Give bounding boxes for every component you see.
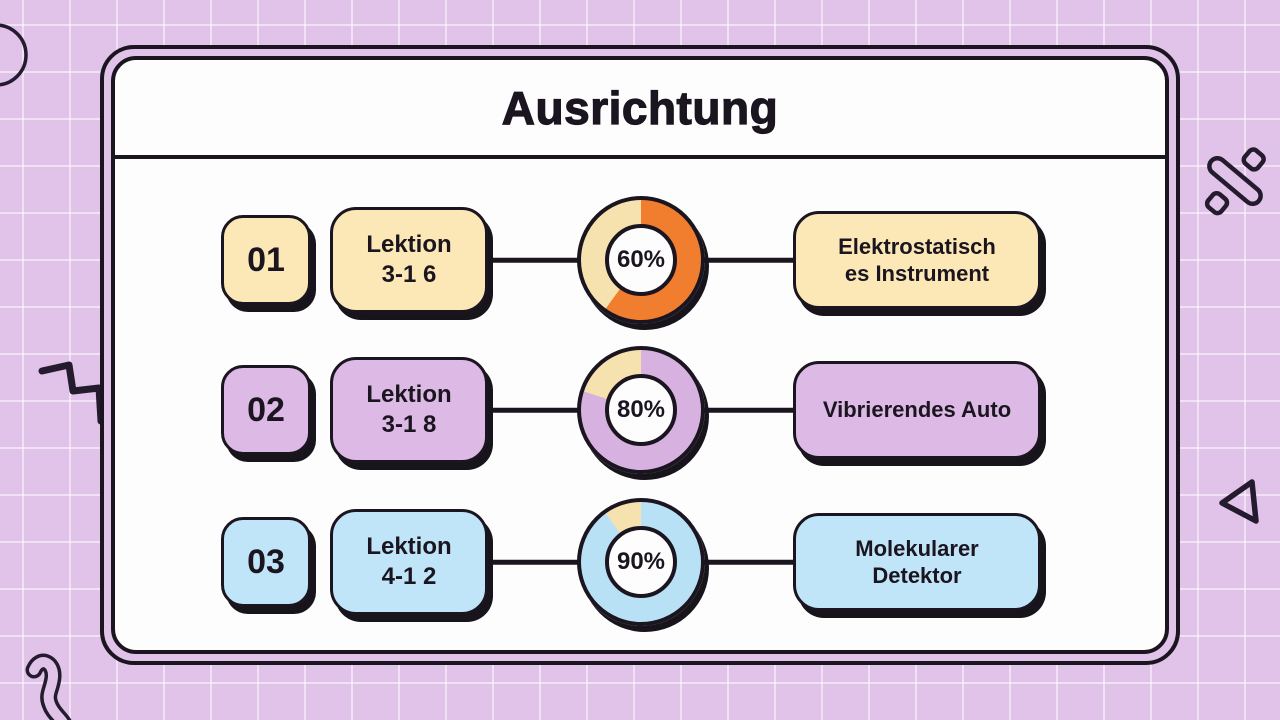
result-line: Elektrostatisch	[838, 233, 996, 259]
donut-center: 60%	[605, 224, 677, 296]
result-line: Detektor	[872, 563, 962, 588]
result-line: es Instrument	[844, 261, 990, 286]
lesson-box: Lektion 3-1 6	[330, 207, 488, 313]
progress-percent: 90%	[616, 548, 666, 575]
flow-row-1: 01 Lektion 3-1 6 60% Elektrostatisch es …	[115, 193, 1165, 327]
lesson-box: Lektion 4-1 2	[330, 509, 488, 615]
lesson-line: 3-1 8	[381, 411, 437, 438]
flow-row-2: 02 Lektion 3-1 8 80% Vibrierendes Auto	[115, 343, 1165, 477]
result-box: Elektrostatisch es Instrument	[793, 211, 1041, 309]
donut-center: 90%	[605, 526, 677, 598]
lesson-line: Lektion	[366, 231, 452, 258]
result-line: Molekularer	[855, 535, 979, 561]
step-number-badge: 02	[221, 365, 311, 455]
progress-donut: 90%	[577, 498, 705, 626]
triangle-icon	[1219, 479, 1259, 524]
squiggle-icon	[25, 653, 72, 720]
lesson-line: 3-1 6	[381, 261, 437, 288]
slide-header: Ausrichtung	[115, 60, 1165, 159]
result-line: Vibrierendes Auto	[822, 397, 1012, 423]
lesson-line: Lektion	[366, 381, 452, 408]
progress-donut: 80%	[577, 346, 705, 474]
result-box: Molekularer Detektor	[793, 513, 1041, 611]
slide-card: Ausrichtung 01 Lektion 3-1 6 60%	[100, 45, 1180, 665]
step-number-badge: 01	[221, 215, 311, 305]
donut-center: 80%	[605, 374, 677, 446]
lesson-line: Lektion	[366, 533, 452, 560]
step-number: 03	[247, 542, 285, 581]
step-number: 01	[247, 240, 285, 279]
circle-outline-icon	[0, 23, 28, 87]
progress-donut: 60%	[577, 196, 705, 324]
flow-row-3: 03 Lektion 4-1 2 90% Molekularer Detekto…	[115, 495, 1165, 629]
divide-icon	[1204, 147, 1266, 216]
page-title: Ausrichtung	[501, 81, 779, 134]
result-box: Vibrierendes Auto	[793, 361, 1041, 459]
slide-body: 01 Lektion 3-1 6 60% Elektrostatisch es …	[115, 159, 1165, 650]
slide-card-inner: Ausrichtung 01 Lektion 3-1 6 60%	[111, 56, 1169, 654]
lesson-line: 4-1 2	[381, 563, 437, 590]
progress-percent: 60%	[616, 246, 666, 273]
step-number-badge: 03	[221, 517, 311, 607]
progress-percent: 80%	[616, 396, 666, 423]
step-number: 02	[247, 390, 285, 429]
lesson-box: Lektion 3-1 8	[330, 357, 488, 463]
